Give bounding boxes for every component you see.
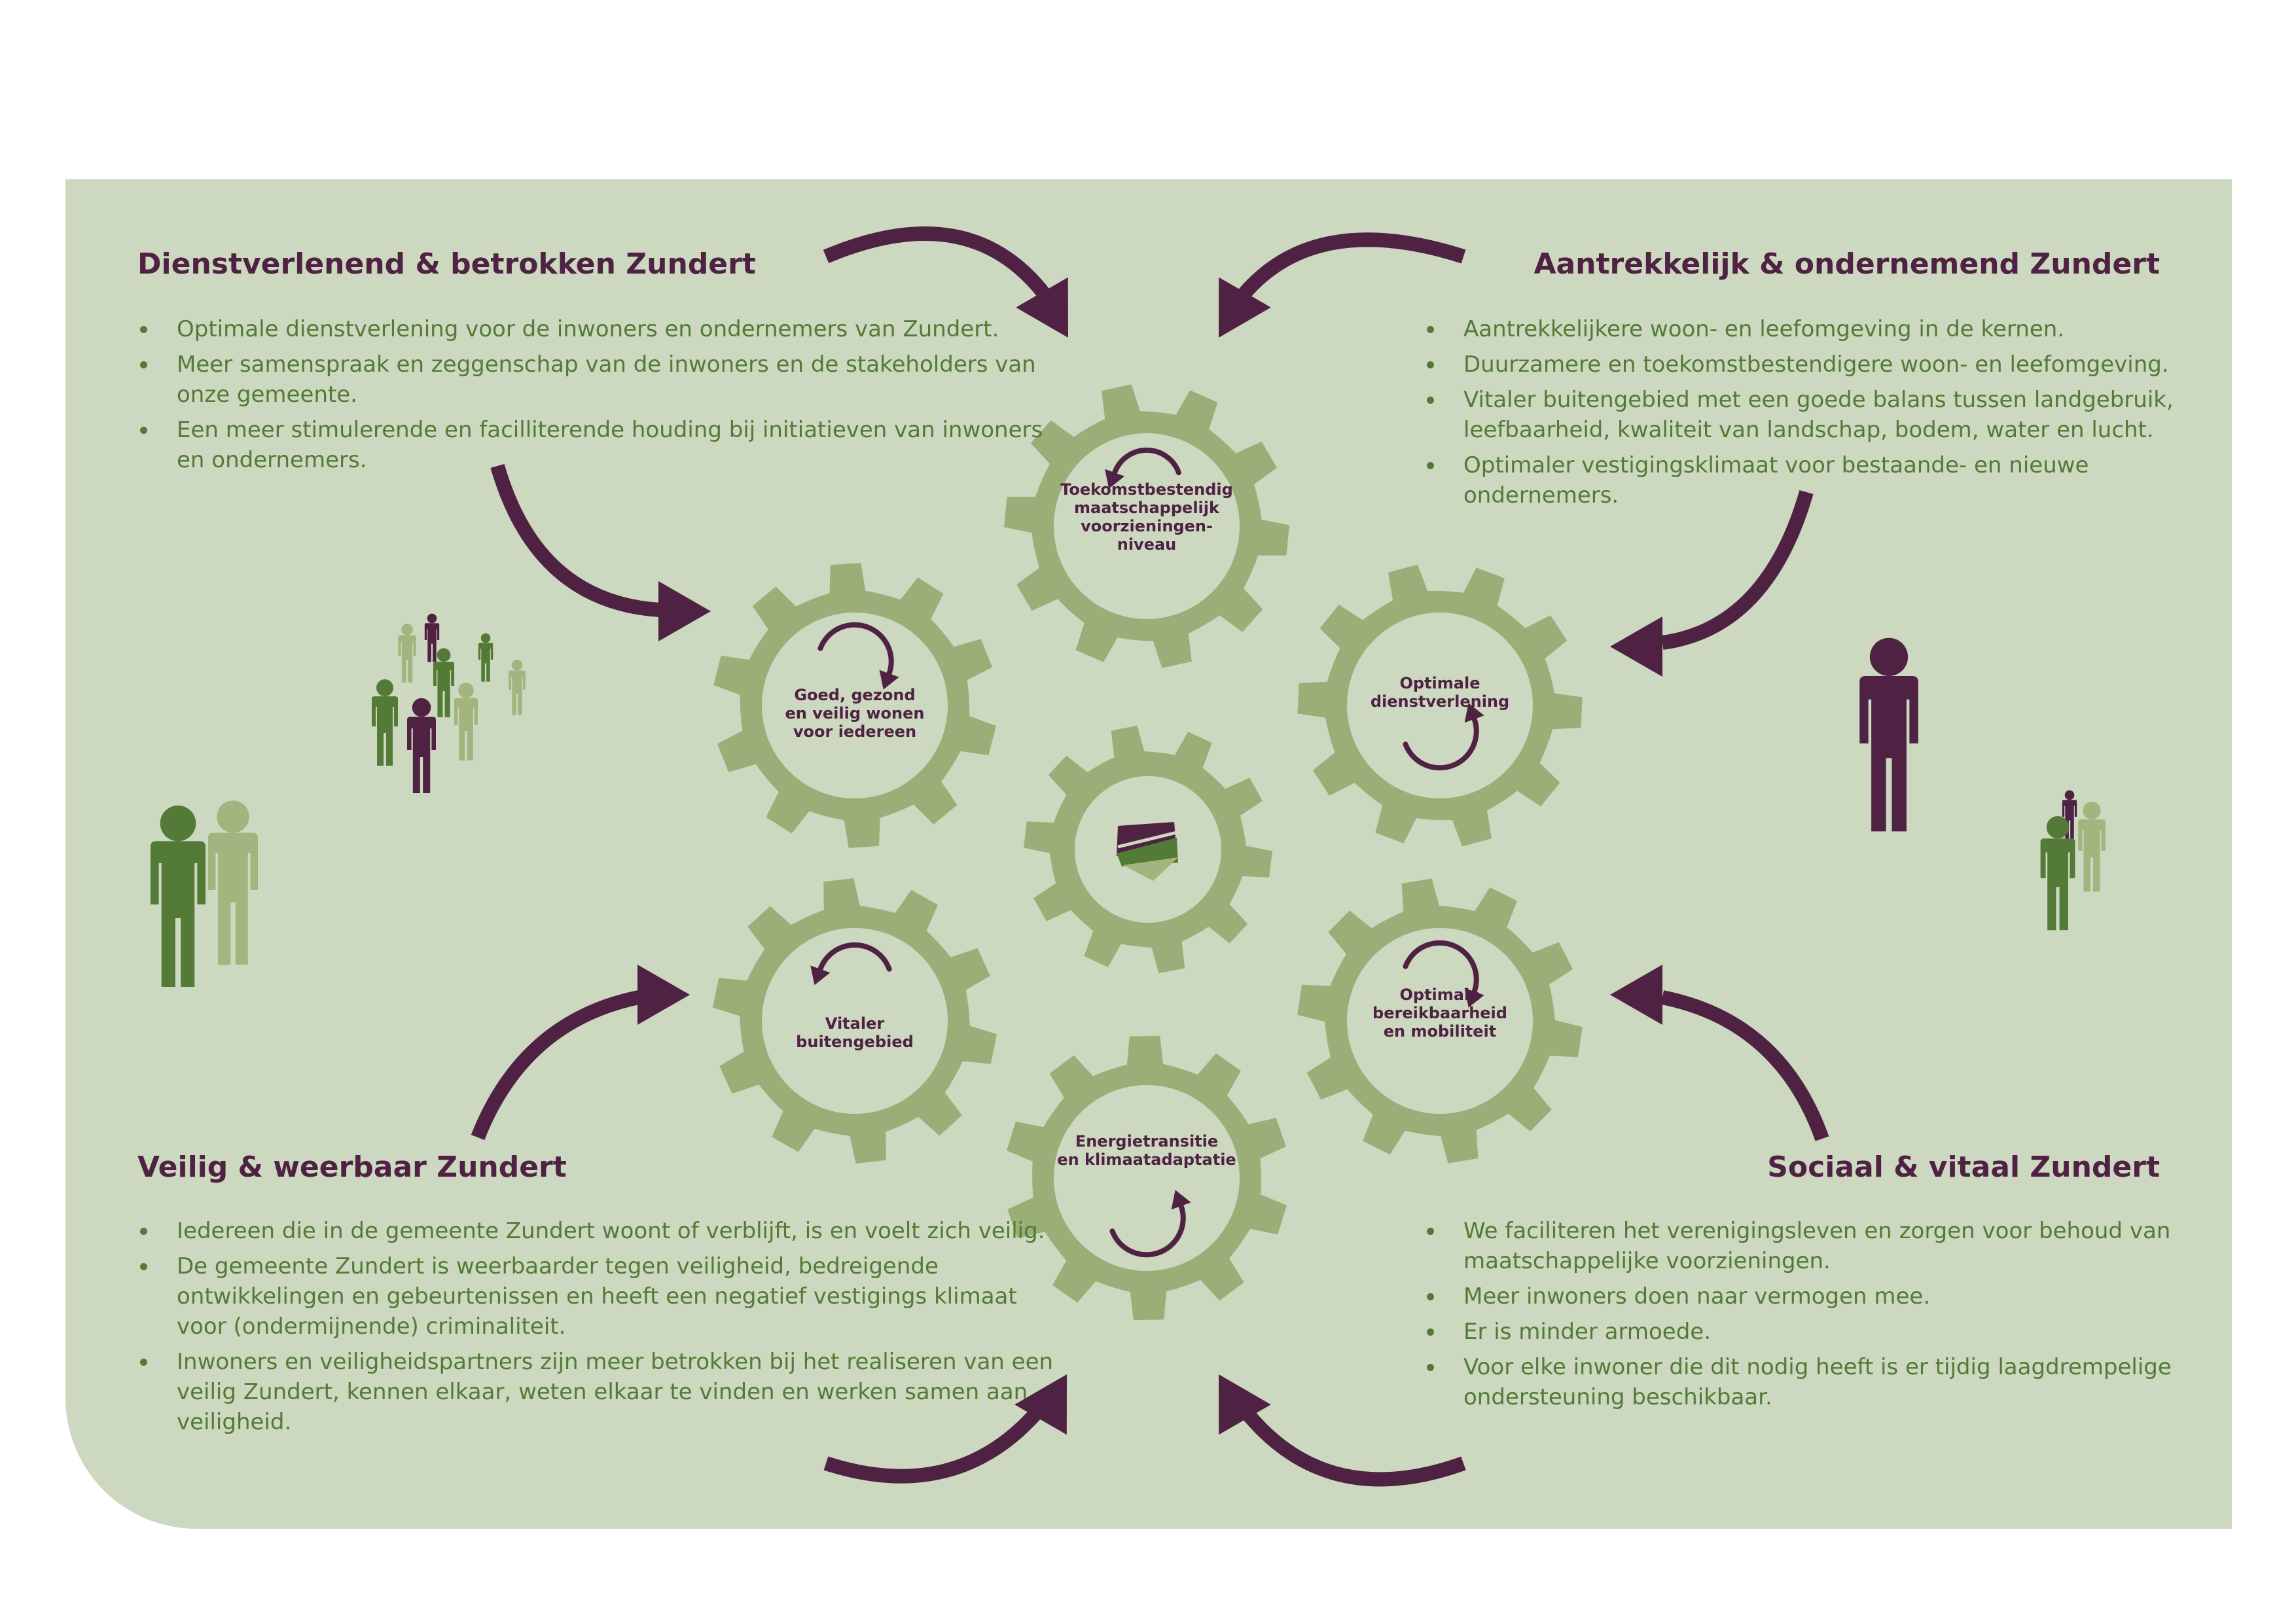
- aantrekkelijk-title: Aantrekkelijk & ondernemend Zundert: [1534, 247, 2160, 281]
- rotation-arrowhead-icon: [879, 669, 899, 690]
- gear-label: niveau: [1117, 535, 1177, 554]
- gear-label: Goed, gezond: [794, 686, 915, 704]
- gear-hub: [1347, 613, 1533, 798]
- veilig-list: Iedereen die in de gemeente Zundert woon…: [137, 1216, 1054, 1442]
- list-item: Iedereen die in de gemeente Zundert woon…: [137, 1216, 1054, 1246]
- rotation-arrow-icon: [817, 622, 894, 677]
- gear-label: voorzieningen-: [1081, 517, 1213, 535]
- person-icon: [398, 624, 416, 683]
- list-item: De gemeente Zundert is weerbaarder tegen…: [137, 1251, 1054, 1342]
- gear-hub: [1347, 928, 1533, 1114]
- flow-arrow-icon: [1219, 1374, 1466, 1487]
- rotation-arrowhead-icon: [1105, 469, 1125, 489]
- list-item: We faciliteren het verenigingsleven en z…: [1424, 1216, 2183, 1276]
- flow-arrow-icon: [1610, 965, 1829, 1141]
- gear-center: [1024, 725, 1272, 974]
- person-icon: [454, 683, 478, 760]
- veilig-title: Veilig & weerbaar Zundert: [137, 1150, 567, 1184]
- gear-label: buitengebied: [796, 1033, 914, 1051]
- person-icon: [208, 800, 258, 965]
- person-icon: [478, 633, 493, 682]
- dienstverlenend-title: Dienstverlenend & betrokken Zundert: [137, 247, 756, 281]
- list-item: Aantrekkelijkere woon- en leefomgeving i…: [1424, 314, 2183, 344]
- rotation-arrowhead-icon: [1464, 703, 1484, 723]
- list-item: Inwoners en veiligheidspartners zijn mee…: [137, 1347, 1054, 1437]
- flow-arrow-icon: [1219, 232, 1466, 338]
- flow-arrow-icon: [1610, 490, 1814, 677]
- list-item: Duurzamere en toekomstbestendigere woon-…: [1424, 349, 2183, 380]
- gear-label: Optimale: [1400, 674, 1480, 692]
- person-icon: [2078, 802, 2106, 892]
- gear-hub: [762, 613, 948, 798]
- flow-arrow-icon: [823, 1374, 1067, 1484]
- gear-label: en mobiliteit: [1384, 1022, 1497, 1041]
- sociaal-list: We faciliteren het verenigingsleven en z…: [1424, 1216, 2183, 1418]
- rotation-arrow-icon: [1109, 1203, 1186, 1258]
- gear-label: Energietransitie: [1075, 1132, 1218, 1150]
- person-icon: [372, 679, 398, 766]
- gears-layer: Toekomstbestendigmaatschappelijkvoorzien…: [712, 384, 1583, 1321]
- list-item: Optimale dienstverlening voor de inwoner…: [137, 314, 1054, 344]
- aantrekkelijk-list: Aantrekkelijkere woon- en leefomgeving i…: [1424, 314, 2183, 516]
- gear-hub: [762, 928, 948, 1114]
- list-item: Vitaler buitengebied met een goede balan…: [1424, 385, 2183, 445]
- person-icon: [2040, 815, 2075, 931]
- person-icon: [1859, 637, 1918, 832]
- list-item: Voor elke inwoner die dit nodig heeft is…: [1424, 1352, 2183, 1412]
- zundert-logo-icon: [1117, 822, 1178, 881]
- person-icon: [509, 659, 526, 715]
- gear-label: maatschappelijk: [1074, 499, 1220, 517]
- flow-arrow-icon: [471, 965, 690, 1141]
- gear-label: dienstverlening: [1371, 692, 1509, 711]
- sociaal-title: Sociaal & vitaal Zundert: [1767, 1150, 2160, 1184]
- list-item: Meer inwoners doen naar vermogen mee.: [1424, 1281, 2183, 1311]
- rotation-arrow-icon: [817, 942, 892, 972]
- gear-label: en klimaatadaptatie: [1057, 1150, 1236, 1169]
- gear-hub: [1054, 1085, 1240, 1271]
- gear-label: Vitaler: [825, 1014, 885, 1033]
- list-item: Er is minder armoede.: [1424, 1317, 2183, 1347]
- rotation-arrowhead-icon: [1464, 988, 1484, 1008]
- person-icon: [151, 805, 206, 987]
- gear-label: voor iedereen: [793, 722, 916, 741]
- gear-hub: [1054, 433, 1240, 619]
- rotation-arrow-icon: [1112, 447, 1181, 476]
- list-item: Optimaler vestigingsklimaat voor bestaan…: [1424, 450, 2183, 510]
- rotation-arrowhead-icon: [1171, 1190, 1191, 1210]
- gear-top: Toekomstbestendigmaatschappelijkvoorzien…: [1004, 384, 1289, 668]
- arrows-layer: [471, 226, 1829, 1487]
- rotation-arrow-icon: [1403, 940, 1479, 995]
- gear-label: en veilig wonen: [785, 704, 925, 722]
- list-item: Meer samenspraak en zeggenschap van de i…: [137, 349, 1054, 410]
- person-icon: [433, 648, 454, 717]
- gear-label: bereikbaarheid: [1372, 1004, 1507, 1022]
- gear-label: Optimale: [1400, 986, 1480, 1004]
- flow-arrow-icon: [490, 463, 711, 641]
- rotation-arrowhead-icon: [810, 965, 831, 986]
- flow-arrow-icon: [823, 226, 1068, 338]
- dienstverlenend-list: Optimale dienstverlening voor de inwoner…: [137, 314, 1054, 480]
- list-item: Een meer stimulerende en facilliterende …: [137, 415, 1054, 475]
- gear-label: Toekomstbestendig: [1060, 480, 1233, 499]
- rotation-arrow-icon: [1403, 716, 1479, 771]
- person-icon: [407, 698, 436, 793]
